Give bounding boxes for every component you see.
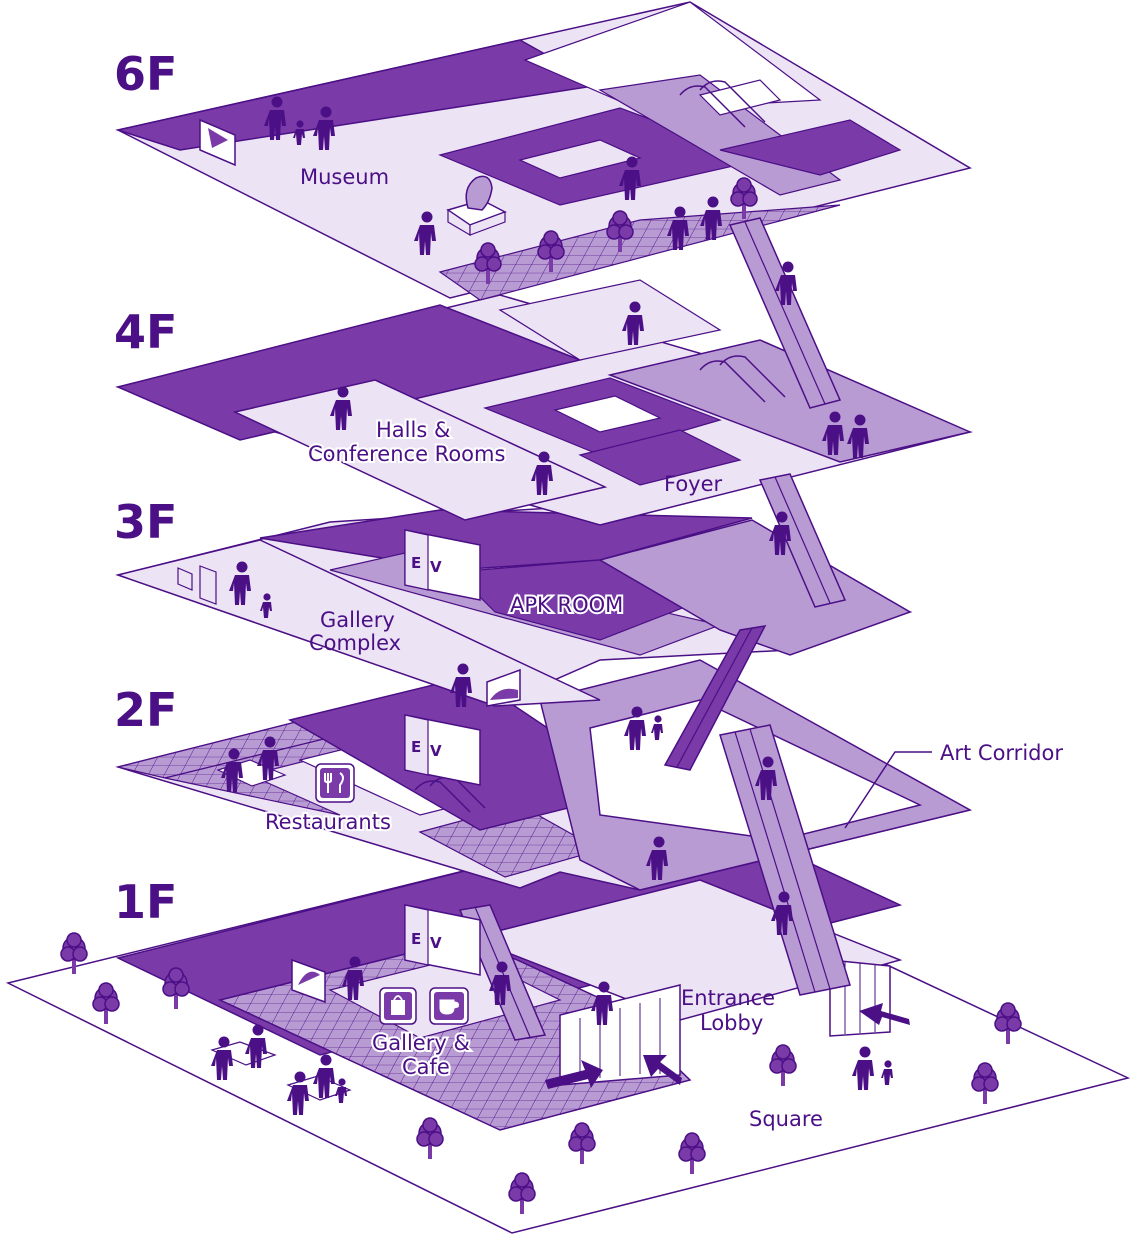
elevator-v-3f: V bbox=[430, 558, 442, 576]
restaurant-icon bbox=[315, 763, 355, 803]
table-icon bbox=[210, 736, 352, 1115]
floor-label-1f: 1F bbox=[114, 875, 177, 929]
label-gallery-complex-line2: Complex bbox=[309, 631, 401, 655]
elevator-e-1f: E bbox=[411, 930, 421, 948]
label-museum: Museum bbox=[300, 165, 389, 189]
escalator-6f-4f bbox=[679, 80, 842, 409]
label-apk-room: APK ROOM bbox=[510, 593, 623, 617]
painting-icon-3f bbox=[177, 565, 521, 707]
label-foyer: Foyer bbox=[664, 472, 723, 496]
floor-label-3f: 3F bbox=[114, 495, 177, 549]
escalator-3f-2f bbox=[663, 625, 767, 771]
elevator-e-2f: E bbox=[411, 738, 421, 756]
label-entrance-lobby-line1: Entrance bbox=[681, 986, 775, 1010]
escalator-4f-3f bbox=[699, 355, 847, 608]
label-art-corridor: Art Corridor bbox=[940, 741, 1063, 765]
label-halls-line1: Halls & bbox=[376, 418, 450, 442]
sculpture-icon bbox=[446, 175, 507, 237]
floor-label-4f: 4F bbox=[114, 305, 177, 359]
label-halls-line2: Conference Rooms bbox=[308, 442, 505, 466]
floor-label-6f: 6F bbox=[114, 47, 177, 101]
elevator-2f: E V bbox=[404, 714, 481, 786]
elevator-1f: E V bbox=[404, 904, 481, 976]
label-gallery-cafe-line2: Cafe bbox=[402, 1055, 450, 1079]
coffee-cup-icon bbox=[429, 987, 469, 1025]
painting-icon bbox=[199, 118, 236, 167]
floor-6f bbox=[115, 1, 972, 301]
elevator-v-1f: V bbox=[430, 934, 442, 952]
label-square: Square bbox=[749, 1107, 823, 1131]
entrance-arrow-icon bbox=[545, 1003, 910, 1089]
label-gallery-cafe-line1: Gallery & bbox=[372, 1031, 470, 1055]
elevator-v-2f: V bbox=[430, 742, 442, 760]
elevator-e-3f: E bbox=[411, 554, 421, 572]
label-entrance-lobby-line2: Lobby bbox=[700, 1011, 763, 1035]
label-gallery-complex-line1: Gallery bbox=[320, 608, 395, 632]
floor-4f bbox=[115, 279, 973, 526]
label-restaurants: Restaurants bbox=[265, 810, 391, 834]
art-corridor-leader bbox=[844, 751, 932, 829]
floor-label-2f: 2F bbox=[114, 683, 177, 737]
painting-icon-1f bbox=[291, 958, 326, 1004]
shop-bag-icon bbox=[379, 987, 417, 1025]
elevator-3f: E V bbox=[404, 529, 481, 601]
